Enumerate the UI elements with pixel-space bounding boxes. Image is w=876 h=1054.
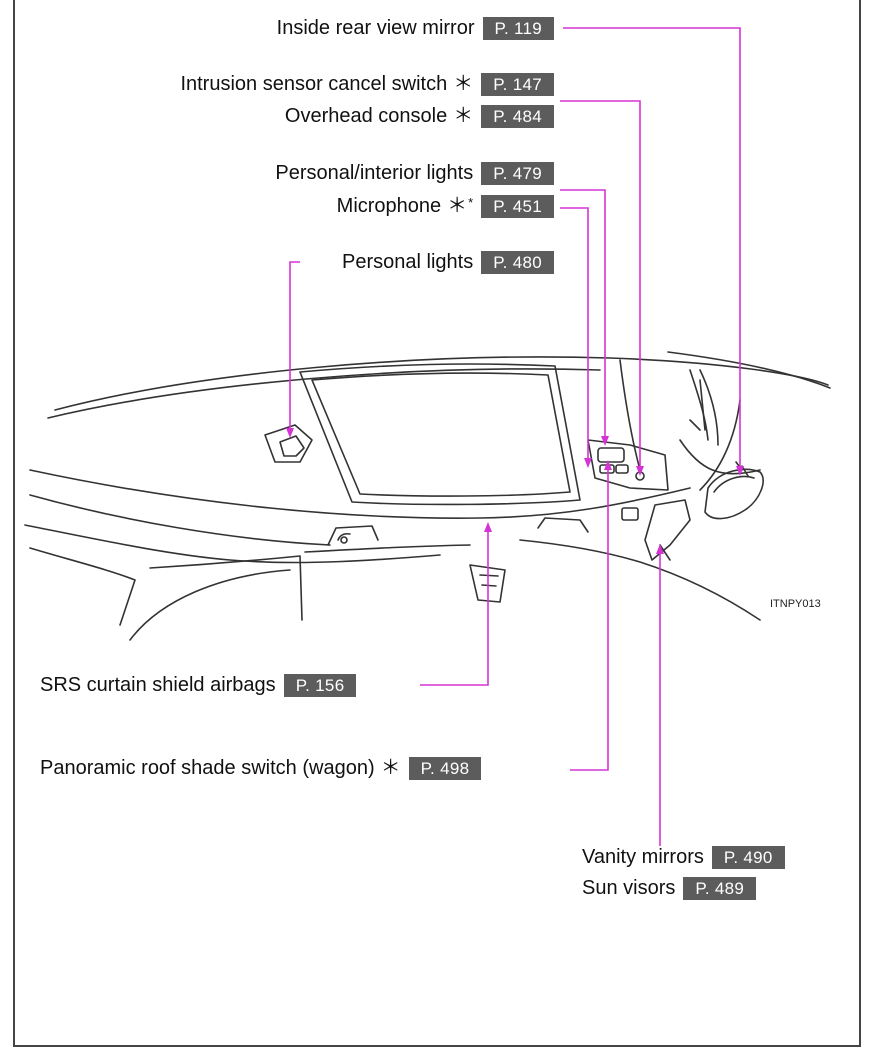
page-ref-badge[interactable]: P. 479 <box>481 161 554 185</box>
callout-microphone: Microphone ＊* P. 451 <box>337 194 554 218</box>
page-ref-badge[interactable]: P. 451 <box>481 194 554 218</box>
callout-personal-lights: Personal lights P. 480 <box>342 250 554 274</box>
callout-srs-curtain-shield-airbags: SRS curtain shield airbags P. 156 <box>40 673 357 697</box>
callout-personal-interior-lights: Personal/interior lights P. 479 <box>275 161 554 185</box>
page-ref-badge[interactable]: P. 484 <box>481 104 554 128</box>
callout-label: Intrusion sensor cancel switch <box>180 73 448 95</box>
callout-label: SRS curtain shield airbags <box>40 674 276 696</box>
asterisk-mark: ＊ <box>453 73 474 95</box>
callout-panoramic-roof-shade-switch: Panoramic roof shade switch (wagon) ＊ P.… <box>40 756 482 780</box>
superscript-asterisk: * <box>468 195 474 210</box>
callout-label: Sun visors <box>582 877 676 899</box>
callout-vanity-mirrors: Vanity mirrors P. 490 <box>582 845 785 869</box>
callout-label: Microphone <box>336 195 442 217</box>
asterisk-mark: ＊ <box>453 105 474 127</box>
callout-label: Overhead console <box>284 105 448 127</box>
page-ref-badge[interactable]: P. 147 <box>481 72 554 96</box>
page-ref-badge[interactable]: P. 489 <box>683 876 757 900</box>
callout-label: Vanity mirrors <box>582 846 704 868</box>
callout-overhead-console: Overhead console ＊ P. 484 <box>285 104 554 128</box>
asterisk-mark: ＊ <box>380 757 401 779</box>
page-ref-badge[interactable]: P. 119 <box>482 16 554 40</box>
page-ref-badge[interactable]: P. 156 <box>283 673 357 697</box>
image-code: ITNPY013 <box>770 598 821 610</box>
page-ref-badge[interactable]: P. 498 <box>408 756 482 780</box>
callout-inside-rear-view-mirror: Inside rear view mirror P. 119 <box>277 16 554 40</box>
callout-label: Panoramic roof shade switch (wagon) <box>40 757 375 779</box>
page-ref-badge[interactable]: P. 490 <box>711 845 785 869</box>
callout-label: Inside rear view mirror <box>276 17 475 39</box>
callout-label: Personal/interior lights <box>275 162 474 184</box>
callout-intrusion-sensor-cancel-switch: Intrusion sensor cancel switch ＊ P. 147 <box>180 72 554 96</box>
callout-sun-visors: Sun visors P. 489 <box>582 876 757 900</box>
page-frame <box>13 0 861 1047</box>
asterisk-mark: ＊* <box>447 194 473 218</box>
callout-label: Personal lights <box>342 251 474 273</box>
page-ref-badge[interactable]: P. 480 <box>481 250 554 274</box>
asterisk-mark: ＊ <box>447 195 468 217</box>
